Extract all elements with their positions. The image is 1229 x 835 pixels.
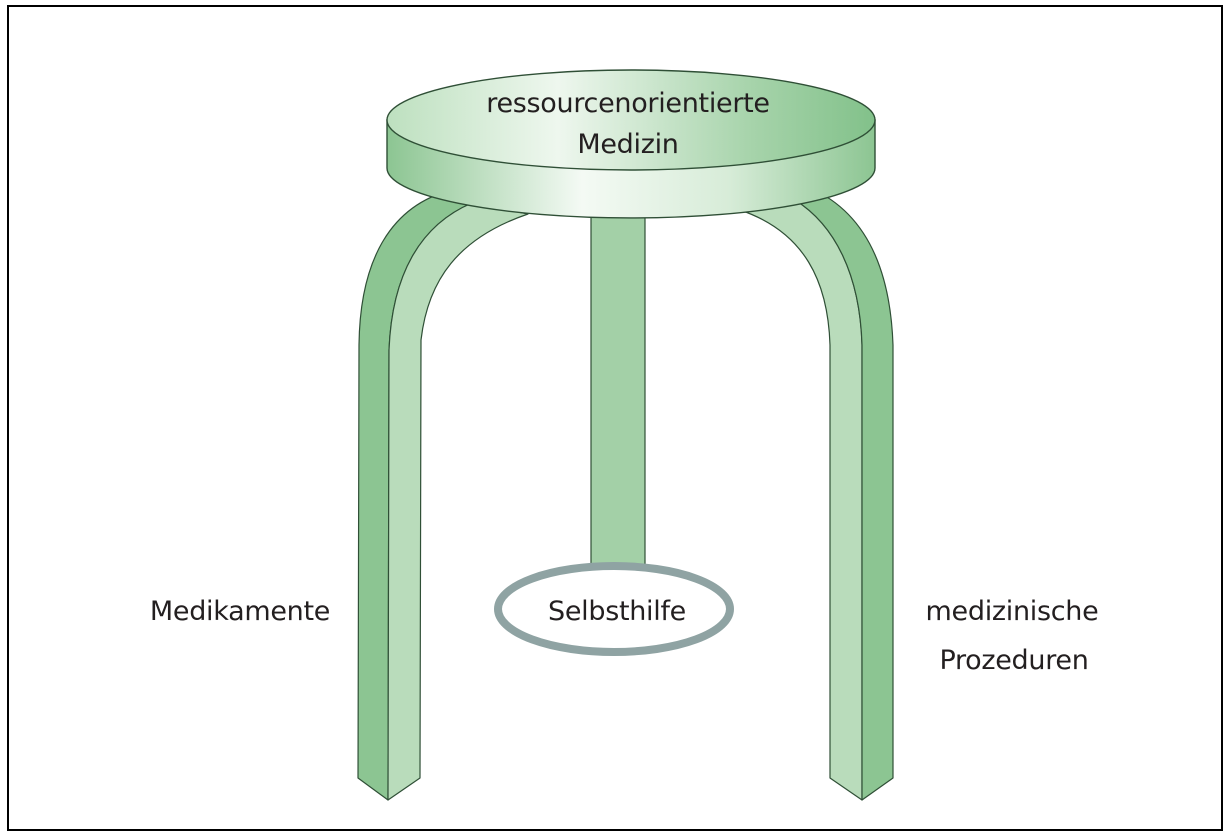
right-leg-front: [739, 199, 863, 801]
left-leg-label: Medikamente: [150, 596, 330, 627]
left-leg-front: [387, 202, 529, 801]
frame-border: [7, 5, 1223, 831]
center-leg: [590, 209, 646, 589]
highlight-ring: [494, 562, 734, 656]
center-leg-label: Selbsthilfe: [548, 596, 686, 627]
right-leg-label-line-1: medizinische: [926, 596, 1099, 627]
seat-label-line-2: Medizin: [577, 129, 678, 160]
seat-top: [386, 69, 876, 171]
right-leg-outer: [794, 187, 894, 801]
seat-label-line-1: ressourcenorientierte: [486, 88, 770, 119]
right-leg-label-line-2: Prozeduren: [939, 645, 1088, 676]
